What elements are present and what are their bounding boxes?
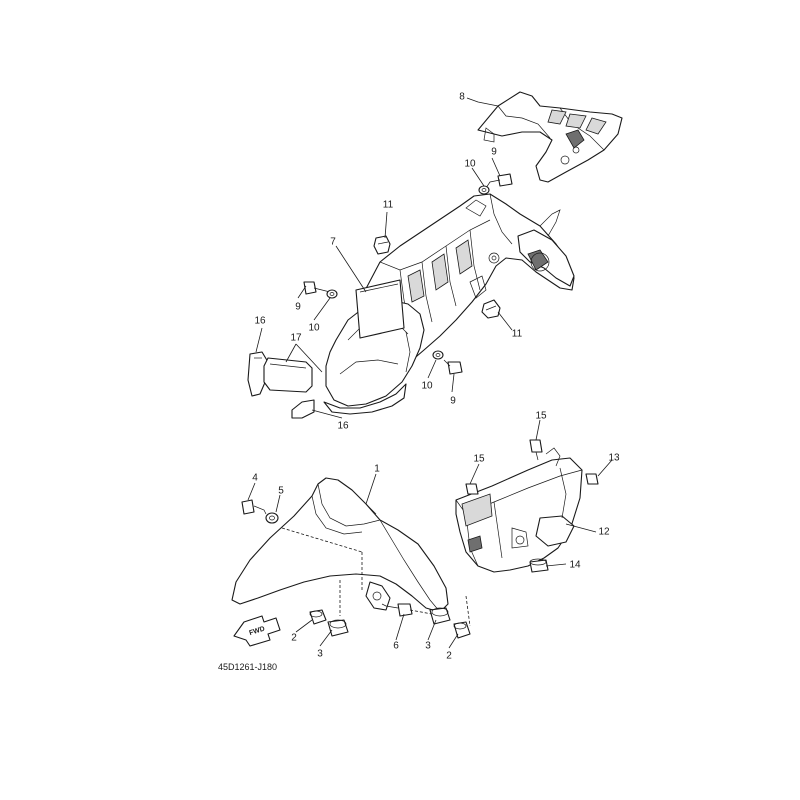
part-9-bolt-top [485,173,513,189]
fwd-label: FWD [248,626,265,638]
callout-labels: 8 9 10 11 7 9 10 11 16 17 10 9 16 15 15 … [252,92,620,662]
part-7-rear-fender-frame [323,193,575,415]
callout-10-left: 10 [308,323,320,334]
callout-12: 12 [598,527,610,538]
callout-14: 14 [569,560,581,571]
reference-lines [281,527,471,627]
callout-7: 7 [330,237,336,248]
callout-15-lower: 15 [473,454,485,465]
callout-3-right: 3 [425,641,431,652]
callout-6: 6 [393,641,399,652]
callout-9-right: 9 [450,396,456,407]
callout-17: 17 [290,333,302,344]
part-16-reflector-lower [291,399,315,419]
part-11-clip-nut-upper [373,235,391,255]
part-14-grommet [529,558,549,573]
callout-11-upper: 11 [383,200,394,211]
callout-9-left: 9 [295,302,301,313]
callout-16-upper: 16 [254,316,266,327]
callout-2-left: 2 [291,633,297,644]
callout-1: 1 [374,464,380,475]
part-9-bolt-right [443,359,463,375]
callout-4: 4 [252,473,258,484]
part-3-grommet-right [429,607,451,625]
part-4-bolt [241,499,267,515]
callout-16-lower: 16 [337,421,349,432]
part-3-grommet-left [327,619,349,637]
part-5-washer [265,512,279,524]
callout-10-top: 10 [464,159,476,170]
forward-direction-arrow: FWD [233,615,281,647]
callout-10-right: 10 [421,381,433,392]
drawing-code: 45D1261-J180 [218,662,278,672]
part-10-washer-right [432,350,444,360]
part-15-bolt-upper [529,439,543,461]
callout-13: 13 [608,453,620,464]
part-10-washer-top [478,185,490,195]
callout-11-lower: 11 [512,329,523,340]
callout-8: 8 [459,92,465,103]
part-9-bolt-left [303,281,331,295]
part-13-screw [585,473,599,485]
callout-5: 5 [278,486,284,497]
callout-9-top: 9 [491,147,497,158]
part-17-reflector-pad [263,357,313,393]
part-8-tail-cover [477,91,623,183]
part-12-battery-box [455,447,583,573]
part-6-bolt [381,603,413,617]
callout-3-left: 3 [317,649,323,660]
part-16-reflector-upper [247,351,269,397]
callout-15-upper: 15 [535,411,547,422]
leader-lines [247,97,613,649]
part-2-collar-right [453,621,471,639]
part-11-clip-nut-lower [481,299,501,319]
part-15-bolt-lower [465,483,479,495]
part-2-collar-left [309,609,327,625]
callout-2-right: 2 [446,651,452,662]
part-10-washer-left [326,289,338,299]
